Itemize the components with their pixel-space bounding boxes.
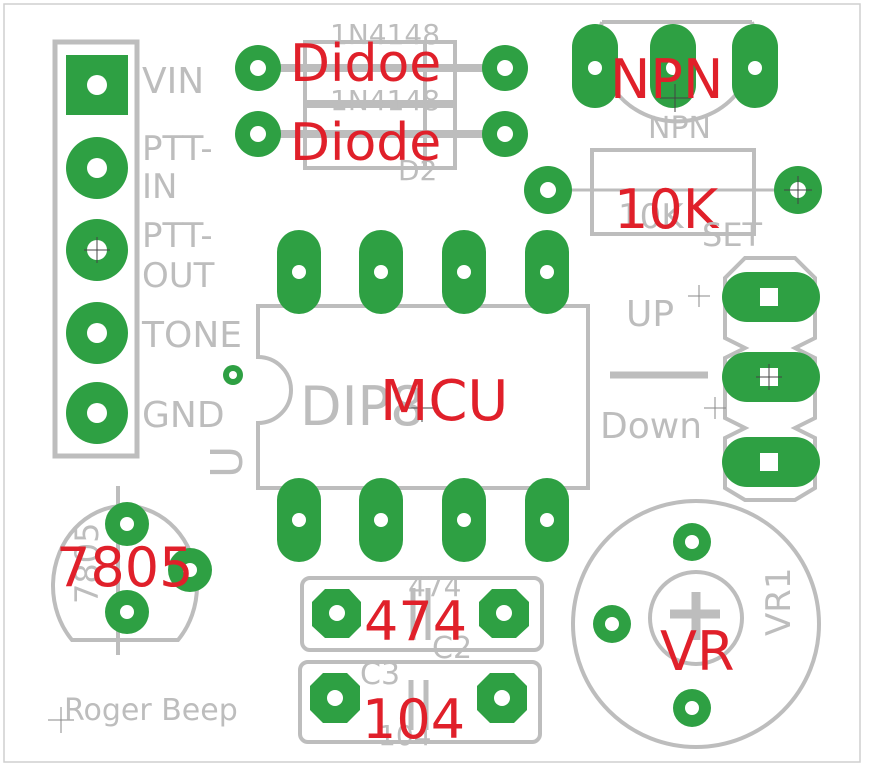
capacitor-c3-designator: C3 bbox=[360, 657, 400, 692]
pin-label-gnd: GND bbox=[142, 395, 225, 436]
pin-label-ptt-out-2: OUT bbox=[142, 256, 215, 296]
mcu-designator: U bbox=[202, 446, 253, 478]
capacitor-c2-value-silk: 474 bbox=[408, 570, 461, 603]
switch-up-label: UP bbox=[626, 294, 674, 335]
diode-d2-label: Diode bbox=[290, 113, 441, 173]
pin-header bbox=[52, 39, 140, 459]
diode-d2-designator: D2 bbox=[398, 154, 437, 187]
capacitor-c3-value-silk: 104 bbox=[378, 719, 431, 752]
regulator-silk: 7805 bbox=[68, 523, 106, 604]
switch-down-label: Down bbox=[600, 406, 702, 447]
mcu-dip8: U DIP8 MCU bbox=[202, 230, 590, 562]
diode-d2-part: 1N4148 bbox=[330, 84, 440, 117]
transistor-silk: NPN bbox=[648, 111, 711, 146]
switch-title: SET bbox=[702, 216, 763, 254]
capacitor-c3: C3 104 104 bbox=[298, 657, 542, 752]
board-title: Roger Beep bbox=[64, 693, 238, 728]
pot-designator: VR1 bbox=[759, 567, 799, 636]
pin-label-ptt-in-2: IN bbox=[142, 167, 177, 207]
regulator-label: 7805 bbox=[56, 536, 193, 599]
pin-label-vin: VIN bbox=[142, 61, 204, 102]
board-outline bbox=[3, 3, 861, 763]
diode-d1-part: 1N4148 bbox=[330, 18, 440, 51]
pot-label: VR bbox=[660, 620, 734, 683]
pin-label-ptt-out-1: PTT- bbox=[142, 216, 213, 256]
header-pin-labels: VIN PTT- IN PTT- OUT TONE GND bbox=[141, 61, 242, 436]
regulator-7805: 7805 7805 bbox=[51, 486, 212, 655]
capacitor-c3-label: 104 bbox=[362, 688, 465, 751]
resistor-label: 10K bbox=[614, 178, 720, 241]
transistor-label: NPN bbox=[610, 48, 723, 111]
set-switch: SET UP Down bbox=[600, 216, 820, 502]
mcu-package: DIP8 bbox=[300, 375, 424, 438]
board-title-group: Roger Beep bbox=[48, 693, 238, 733]
diode-d1: 1N4148 Didoe bbox=[235, 18, 528, 104]
resistor-10k: 10K 10K bbox=[524, 148, 822, 241]
capacitor-c2-label: 474 bbox=[364, 590, 467, 653]
potentiometer-vr1: VR1 VR bbox=[571, 499, 821, 749]
capacitor-c2: 474 C2 474 bbox=[300, 570, 544, 666]
diode-d1-label: Didoe bbox=[290, 34, 441, 94]
pin-label-tone: TONE bbox=[141, 315, 242, 356]
resistor-silk: 10K bbox=[618, 197, 685, 237]
mcu-label: MCU bbox=[380, 369, 508, 434]
diode-d2: 1N4148 D2 Diode bbox=[235, 84, 528, 187]
pin-label-ptt-in-1: PTT- bbox=[142, 129, 213, 169]
transistor-npn: NPN NPN bbox=[572, 20, 778, 146]
